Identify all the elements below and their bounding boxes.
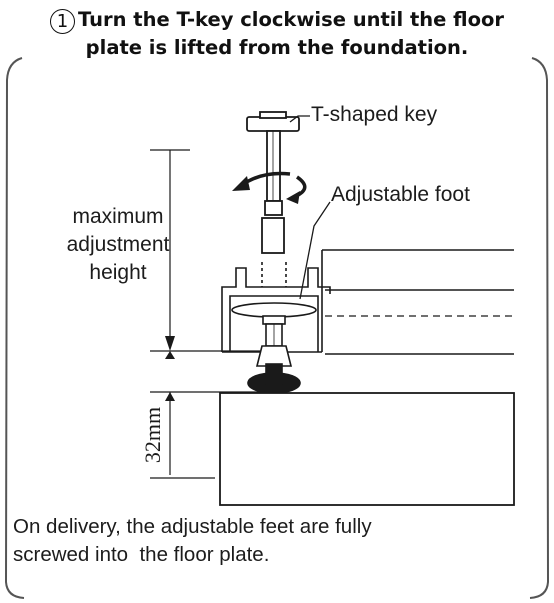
- leader-lines: [289, 115, 331, 300]
- adjustable-foot-drawing: [231, 302, 317, 394]
- note-line-2: screwed into the floor plate.: [13, 542, 270, 566]
- note-line-1: On delivery, the adjustable feet are ful…: [13, 515, 372, 538]
- dim-arrowhead-mid: [165, 351, 175, 359]
- rotation-arrowhead-right: [286, 191, 300, 204]
- max-height-dimension: [150, 149, 262, 479]
- delivery-note: On delivery, the adjustable feet are ful…: [13, 513, 372, 568]
- max-height-label: maximum adjustment height: [66, 205, 170, 284]
- dim-arrowhead-top: [165, 336, 175, 351]
- dim-arrowhead-bottom: [165, 392, 175, 401]
- frame-bracket: [4, 57, 550, 599]
- dimension-32mm-label: 32mm: [140, 407, 165, 463]
- t-key-label: T-shaped key: [311, 103, 438, 126]
- t-key-drawing: [246, 111, 300, 254]
- rotation-arrowhead-left: [232, 176, 250, 191]
- adjustable-foot-label: Adjustable foot: [331, 183, 470, 206]
- foundation-block: [219, 392, 515, 506]
- step-number-badge: 1: [49, 9, 75, 34]
- instruction-line-2: plate is lifted from the foundation.: [85, 36, 469, 59]
